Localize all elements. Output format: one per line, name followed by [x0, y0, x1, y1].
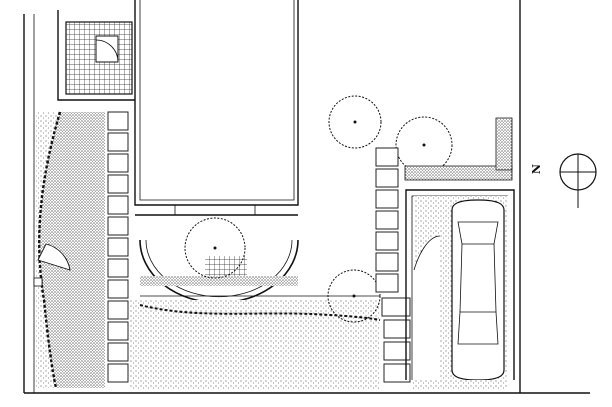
north-label: N — [530, 163, 543, 175]
small-tree-lower — [327, 269, 381, 323]
curved-terrace — [139, 239, 299, 304]
gravel-side-strip — [412, 380, 508, 390]
property-boundary — [23, 0, 590, 394]
lower-gravel-lawn — [130, 295, 381, 390]
tiled-courtyard — [57, 10, 135, 101]
house-outline — [134, 0, 299, 216]
north-arrow — [559, 153, 597, 208]
terrace-tree — [184, 217, 246, 279]
left-planting-bed — [33, 111, 105, 389]
tree-upper-middle — [328, 95, 382, 149]
car — [451, 199, 505, 381]
hedge-top-right — [404, 117, 513, 181]
tree-upper-right — [395, 116, 453, 174]
stepping-stone-path-left — [107, 111, 129, 383]
stepping-stone-path-right — [375, 147, 411, 383]
